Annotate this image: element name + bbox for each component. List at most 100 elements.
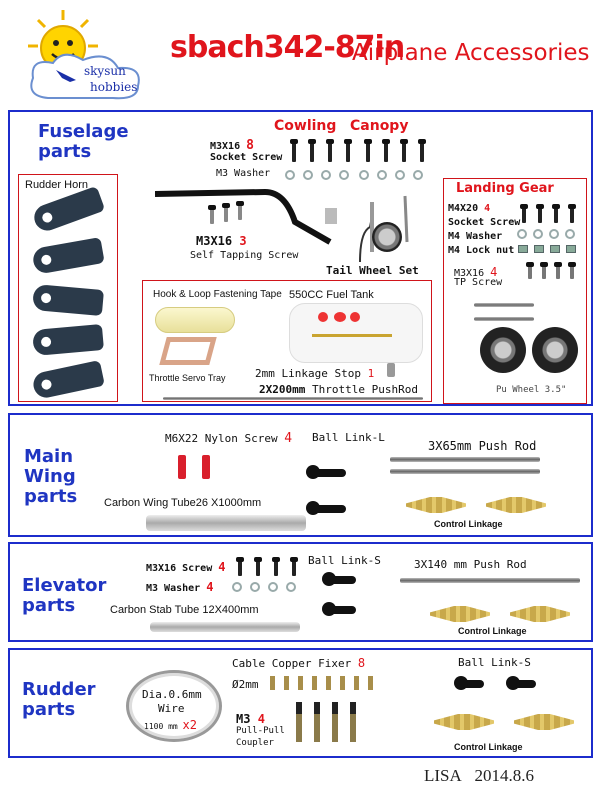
m4x20-screw (536, 204, 544, 223)
wing-push-rod-label: 3X65mm Push Rod (428, 439, 537, 453)
linkage-stop-text: 2mm Linkage Stop (255, 367, 361, 380)
linkage-stop-qty: 1 (367, 367, 375, 380)
cable-fixer (340, 676, 345, 690)
socket-screw (364, 139, 372, 162)
cable-fixer (312, 676, 317, 690)
rudder-horn-5 (31, 360, 105, 400)
tp-screw (526, 262, 534, 279)
cable-fixer (326, 676, 331, 690)
wing-push-rod-1 (390, 457, 540, 462)
self-tap-size-label: M3X16 3 (196, 234, 247, 248)
logo: skysun hobbies (18, 8, 158, 103)
elevator-control-linkage-label: Control Linkage (458, 626, 527, 636)
lg-socket-screw-label: Socket Screw (448, 217, 521, 228)
wire-coil (126, 670, 222, 742)
socket-screw (344, 139, 352, 162)
elevator-screw (272, 557, 280, 576)
pushrod-name: Throttle PushRod (311, 383, 418, 396)
rudder-control-linkage-1 (434, 714, 494, 730)
washer (377, 170, 387, 180)
cable-fixer (270, 676, 275, 690)
pu-wheel-label: Pu Wheel 3.5" (496, 385, 567, 395)
wire-length-label: 1100 mm x2 (144, 718, 197, 732)
m3x16-socket-label: M3X16 8 (210, 138, 254, 153)
wire-qty: x2 (182, 718, 197, 732)
wing-control-linkage-label: Control Linkage (434, 519, 503, 529)
tp-screw (568, 262, 576, 279)
carbon-wing-tube (146, 515, 306, 531)
elevator-push-rod-label: 3X140 mm Push Rod (414, 558, 527, 571)
washer (321, 170, 331, 180)
logo-line-2: hobbies (90, 80, 138, 94)
elevator-title-line1: Elevator (22, 575, 107, 596)
self-tap-screw (222, 203, 230, 222)
fuselage-title-line2: parts (38, 141, 92, 162)
tail-wheel (372, 222, 402, 252)
pu-wheel-2 (532, 327, 578, 373)
elevator-washer (250, 582, 260, 592)
pu-wheel-1 (480, 327, 526, 373)
elevator-ball-link-s-2 (322, 602, 356, 616)
tail-wheel-strut (155, 188, 409, 263)
elevator-control-linkage-2 (510, 606, 570, 622)
tp-screw (554, 262, 562, 279)
servo-tray (159, 337, 217, 365)
main-wing-title-line2: Wing (24, 466, 76, 487)
socket-screw (418, 139, 426, 162)
socket-screw-label: Socket Screw (210, 152, 283, 163)
fuselage-title-line1: Fuselage (38, 121, 129, 142)
washer (395, 170, 405, 180)
self-tap-label: Self Tapping Screw (190, 250, 299, 261)
m4-lock-nut (566, 245, 576, 253)
m4x20-screw (552, 204, 560, 223)
washer (285, 170, 295, 180)
m4-lock-nut (534, 245, 544, 253)
m4x20-label: M4X20 4 (448, 203, 490, 214)
elevator-m3-washer-label: M3 Washer 4 (146, 580, 213, 594)
nylon-screw-label: M6X22 Nylon Screw 4 (165, 431, 292, 446)
self-tap-screw (208, 205, 216, 224)
main-wing-title: Main Wing parts (24, 447, 77, 507)
cable-fixer (354, 676, 359, 690)
m4-washer (565, 229, 575, 239)
pull-pull-coupler (332, 702, 338, 742)
pull-pull-coupler (350, 702, 356, 742)
elevator-push-rod (400, 578, 580, 583)
servo-tray-label: Throttle Servo Tray (149, 373, 226, 383)
main-wing-title-line1: Main (24, 446, 74, 467)
pull-pull-coupler (314, 702, 320, 742)
wing-control-linkage-2 (486, 497, 546, 513)
wing-control-linkage-1 (406, 497, 466, 513)
rudder-horn-box: Rudder Horn (18, 174, 118, 402)
m4-lock-nut (518, 245, 528, 253)
axle-1 (474, 303, 534, 307)
washer (303, 170, 313, 180)
elevator-washer (268, 582, 278, 592)
rudder-title: Rudder parts (22, 680, 96, 720)
carbon-wing-tube-size: 26 X1000mm (195, 497, 262, 509)
fuselage-title: Fuselage parts (38, 122, 129, 162)
main-wing-panel: Main Wing parts M6X22 Nylon Screw 4 Carb… (8, 413, 593, 537)
carbon-stab-tube (150, 622, 300, 632)
wing-push-rod-2 (390, 469, 540, 474)
m3-coupler-size: M3 (236, 712, 251, 726)
nylon-screw-text: M6X22 Nylon Screw (165, 432, 278, 445)
sun-icon (28, 10, 140, 100)
cable-fixer-qty: 8 (357, 656, 366, 670)
elevator-screw (254, 557, 262, 576)
footer-signature: LISA 2014.8.6 (424, 766, 534, 786)
wire-label-line2: Wire (158, 702, 185, 715)
m4-washer-label: M4 Washer (448, 231, 503, 242)
washer (339, 170, 349, 180)
pull-pull-line2: Coupler (236, 738, 274, 748)
m4x20-size: M4X20 (448, 203, 479, 214)
nylon-screw-qty: 4 (284, 431, 293, 446)
rudder-horn-2 (31, 237, 105, 275)
ball-link-l-2 (306, 501, 346, 515)
cable-fixer (284, 676, 289, 690)
tp-size: M3X16 (454, 268, 485, 279)
elevator-washer (232, 582, 242, 592)
ball-link-l-label: Ball Link-L (312, 431, 385, 444)
rudder-title-line2: parts (22, 699, 76, 720)
socket-screw (326, 139, 334, 162)
